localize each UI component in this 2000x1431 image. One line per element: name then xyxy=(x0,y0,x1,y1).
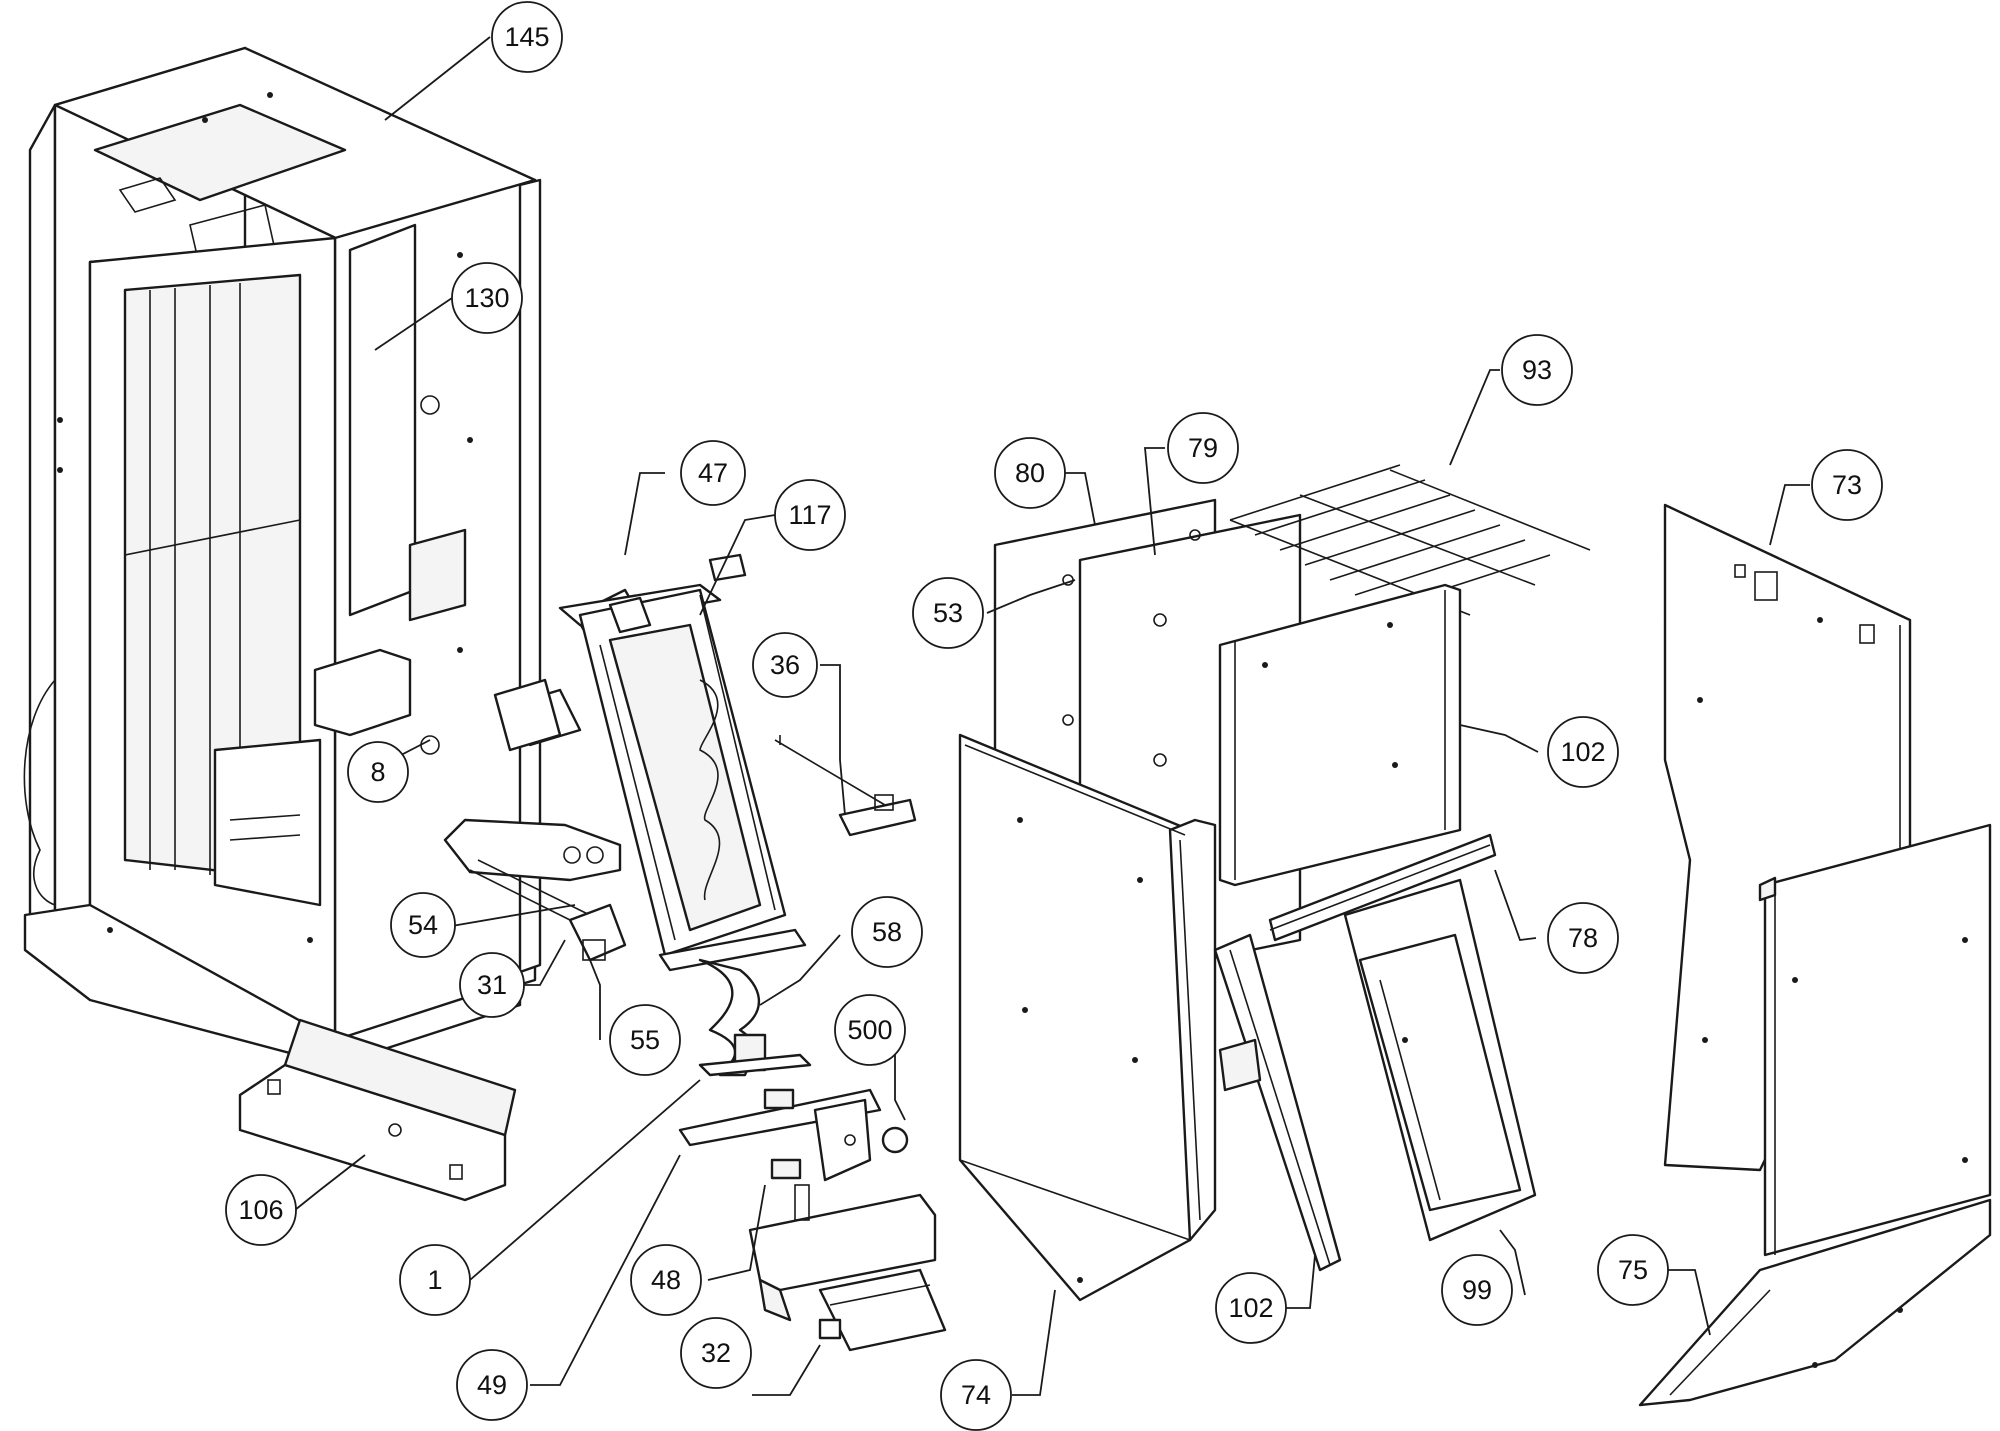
callout-32: 32 xyxy=(680,1317,752,1389)
callout-93: 93 xyxy=(1501,334,1573,406)
bottom-chute-75 xyxy=(1638,1198,1992,1407)
svg-text:99: 99 xyxy=(1462,1275,1492,1305)
svg-text:106: 106 xyxy=(238,1195,283,1225)
callout-102-upper: 102 xyxy=(1547,716,1619,788)
callout-145: 145 xyxy=(491,1,563,73)
callout-130: 130 xyxy=(451,262,523,334)
callout-55: 55 xyxy=(609,1004,681,1076)
svg-text:31: 31 xyxy=(477,970,507,1000)
svg-text:79: 79 xyxy=(1188,433,1218,463)
svg-text:8: 8 xyxy=(370,757,385,787)
svg-text:48: 48 xyxy=(651,1265,681,1295)
callout-36: 36 xyxy=(752,632,818,698)
callout-99: 99 xyxy=(1441,1254,1513,1326)
callout-58: 58 xyxy=(851,896,923,968)
svg-text:55: 55 xyxy=(630,1025,660,1055)
callout-78: 78 xyxy=(1547,902,1619,974)
auger-screw xyxy=(698,679,812,1077)
svg-text:117: 117 xyxy=(788,500,831,530)
hopper-side-panel-74 xyxy=(958,733,1217,1302)
callout-102-lower: 102 xyxy=(1215,1272,1287,1344)
svg-text:47: 47 xyxy=(698,458,728,488)
callout-80: 80 xyxy=(994,437,1066,509)
angle-bracket-78 xyxy=(1268,833,1497,942)
svg-text:500: 500 xyxy=(847,1015,892,1045)
svg-text:1: 1 xyxy=(427,1265,442,1295)
right-side-panel-73 xyxy=(1663,503,1912,1172)
callout-31: 31 xyxy=(459,952,525,1018)
callout-8: 8 xyxy=(347,741,409,803)
cabinet-frame xyxy=(23,46,542,1067)
callout-48: 48 xyxy=(630,1244,702,1316)
callout-49: 49 xyxy=(456,1349,528,1421)
svg-text:54: 54 xyxy=(408,910,438,940)
svg-text:36: 36 xyxy=(770,650,800,680)
svg-text:58: 58 xyxy=(872,917,902,947)
motor-bracket xyxy=(678,1088,909,1182)
svg-text:74: 74 xyxy=(961,1380,991,1410)
auger-shaft-assembly xyxy=(443,818,627,962)
callout-54: 54 xyxy=(390,892,456,958)
svg-text:49: 49 xyxy=(477,1370,507,1400)
slide-plate-99 xyxy=(1343,878,1537,1242)
svg-text:130: 130 xyxy=(464,283,509,313)
sensor-bracket xyxy=(774,735,917,837)
base-rail xyxy=(238,1018,517,1202)
leader-lines xyxy=(294,36,1810,1396)
hopper-front-panel-102 xyxy=(1218,583,1462,887)
callout-106: 106 xyxy=(225,1174,297,1246)
callout-117: 117 xyxy=(774,479,846,551)
gear-motor xyxy=(748,1184,947,1352)
svg-text:102: 102 xyxy=(1228,1293,1273,1323)
callout-1: 1 xyxy=(399,1244,471,1316)
callout-53: 53 xyxy=(912,577,984,649)
auger-tube xyxy=(558,553,807,972)
callout-74: 74 xyxy=(940,1359,1012,1431)
callout-47: 47 xyxy=(680,440,746,506)
right-front-panel xyxy=(1758,823,1992,1257)
svg-text:80: 80 xyxy=(1015,458,1045,488)
svg-text:53: 53 xyxy=(933,598,963,628)
callout-79: 79 xyxy=(1167,412,1239,484)
svg-text:73: 73 xyxy=(1832,470,1862,500)
svg-text:32: 32 xyxy=(701,1338,731,1368)
callout-73: 73 xyxy=(1811,449,1883,521)
callout-500: 500 xyxy=(834,994,906,1066)
svg-text:93: 93 xyxy=(1522,355,1552,385)
side-plate-102-lower xyxy=(1213,933,1342,1272)
svg-text:78: 78 xyxy=(1568,923,1598,953)
svg-text:102: 102 xyxy=(1560,737,1605,767)
callout-75: 75 xyxy=(1597,1234,1669,1306)
svg-text:75: 75 xyxy=(1618,1255,1648,1285)
svg-text:145: 145 xyxy=(504,22,549,52)
